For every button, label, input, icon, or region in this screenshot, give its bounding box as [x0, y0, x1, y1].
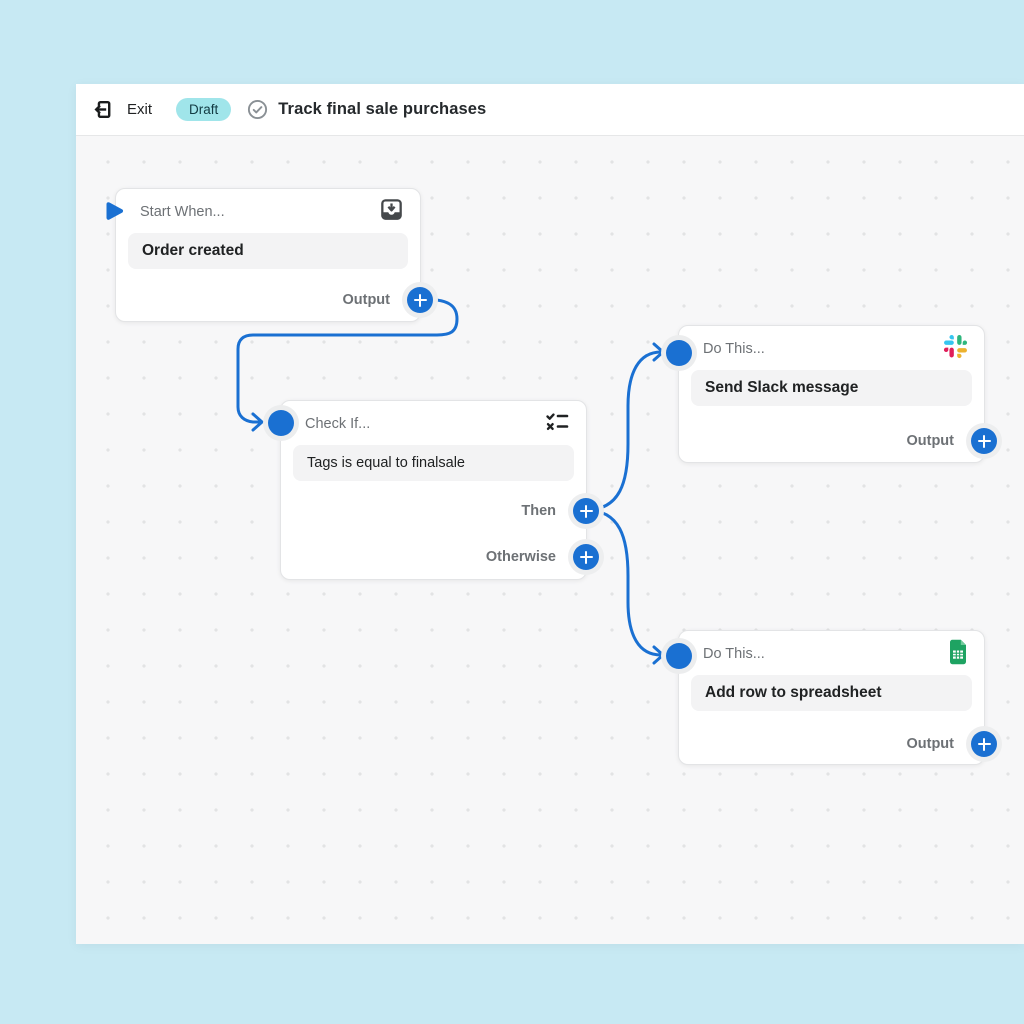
trigger-value[interactable]: Order created: [128, 233, 408, 269]
workflow-title: Track final sale purchases: [278, 100, 487, 118]
flow-editor-window: Exit Draft Track final sale purchases: [76, 84, 1024, 944]
add-step-button-then[interactable]: [573, 498, 599, 524]
google-sheets-icon: [948, 639, 968, 670]
node-action-slack[interactable]: Do This... Send Slack message Output: [666, 325, 997, 463]
node-trigger[interactable]: Start When... Order created Output: [106, 188, 433, 322]
input-port[interactable]: [666, 340, 692, 366]
add-step-button-slack-output[interactable]: [971, 428, 997, 454]
node-action-sheets[interactable]: Do This... Add row to spreadsheet Output: [666, 630, 997, 765]
output-label: Output: [342, 292, 390, 308]
workflow-canvas[interactable]: Start When... Order created Output: [76, 136, 1024, 944]
trigger-play-icon: [104, 200, 126, 227]
node-condition[interactable]: Check If... Tags is equal to finalsale T…: [268, 400, 599, 580]
action-value[interactable]: Send Slack message: [691, 370, 972, 406]
top-bar: Exit Draft Track final sale purchases: [76, 84, 1024, 136]
import-icon: [379, 197, 404, 227]
exit-icon: [92, 99, 113, 120]
node-header-label: Do This...: [703, 646, 765, 662]
action-value[interactable]: Add row to spreadsheet: [691, 675, 972, 711]
input-port[interactable]: [268, 410, 294, 436]
node-header-label: Check If...: [305, 416, 371, 432]
add-step-button-otherwise[interactable]: [573, 544, 599, 570]
otherwise-row: Otherwise: [486, 544, 556, 570]
output-label: Output: [906, 736, 954, 752]
node-header-label: Do This...: [703, 341, 765, 357]
checklist-icon: [544, 411, 570, 438]
output-row: Output: [342, 287, 390, 313]
check-circle-icon: [247, 99, 268, 120]
then-row: Then: [521, 498, 556, 524]
then-label: Then: [521, 503, 556, 519]
slack-icon: [943, 334, 968, 364]
otherwise-label: Otherwise: [485, 549, 556, 565]
exit-label: Exit: [127, 101, 153, 118]
status-badge: Draft: [176, 98, 232, 121]
add-step-button-trigger-output[interactable]: [407, 287, 433, 313]
exit-button[interactable]: Exit: [92, 99, 152, 120]
node-header-label: Start When...: [140, 204, 225, 220]
output-label: Output: [906, 433, 954, 449]
output-row: Output: [906, 731, 954, 757]
condition-value[interactable]: Tags is equal to finalsale: [293, 445, 574, 481]
output-row: Output: [906, 428, 954, 454]
add-step-button-sheets-output[interactable]: [971, 731, 997, 757]
input-port[interactable]: [666, 643, 692, 669]
